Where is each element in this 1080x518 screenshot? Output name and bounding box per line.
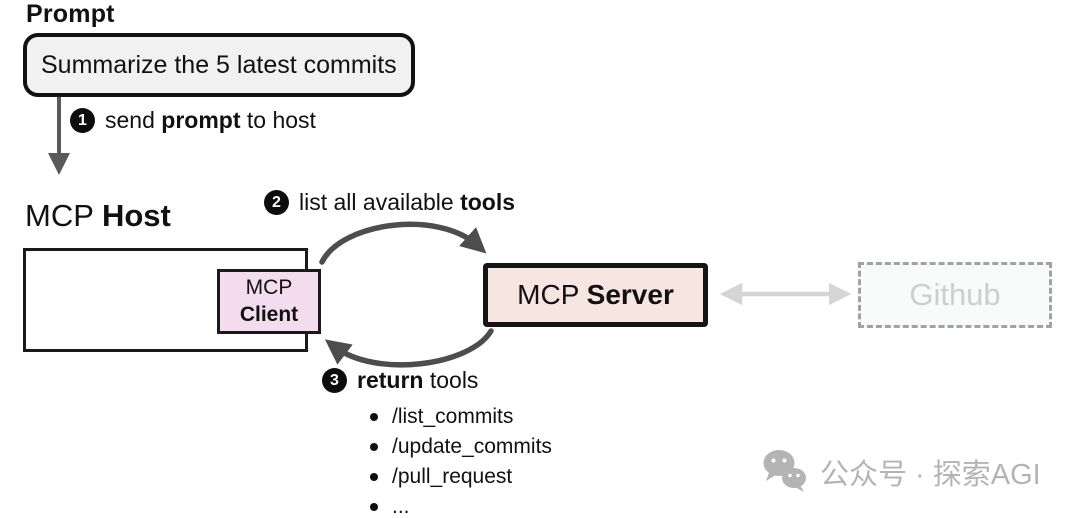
- request-arc-arrow: [319, 221, 487, 265]
- step-3-label: 3 return tools: [322, 367, 478, 394]
- mcp-server-label-bold: Server: [586, 279, 674, 310]
- step-1-text-after: to host: [240, 107, 316, 133]
- bullet-dot: [370, 473, 378, 481]
- step-3-text-after: tools: [423, 367, 479, 393]
- prompt-text: Summarize the 5 latest commits: [41, 50, 397, 79]
- github-label: Github: [909, 277, 1001, 312]
- tool-name: /pull_request: [392, 465, 513, 488]
- step-2-text-before: list all available: [299, 189, 461, 215]
- step-1-text: send prompt to host: [105, 107, 316, 134]
- tools-list: /list_commits /update_commits /pull_requ…: [370, 402, 552, 518]
- watermark-text: 公众号 · 探索AGI: [820, 459, 1041, 491]
- mcp-server-box: MCP Server: [483, 263, 708, 327]
- tool-name: /update_commits: [392, 435, 552, 458]
- bullet-dot: [370, 443, 378, 451]
- watermark: 公众号 · 探索AGI: [760, 448, 1041, 496]
- mcp-host-label-normal: MCP: [25, 198, 102, 233]
- step-3-text-bold: return: [357, 367, 424, 393]
- bullet-dot: [370, 503, 378, 511]
- step-2-number-badge: 2: [264, 190, 289, 215]
- step-3-text: return tools: [357, 367, 478, 394]
- step-2-text-bold: tools: [460, 189, 516, 215]
- step-1-number-badge: 1: [70, 108, 95, 133]
- tools-list-item: /list_commits: [370, 402, 552, 432]
- tools-list-item: /pull_request: [370, 462, 552, 492]
- mcp-host-label-bold: Host: [101, 198, 171, 233]
- step-3-number-badge: 3: [322, 368, 347, 393]
- wechat-icon: [763, 450, 806, 492]
- step-1-text-bold: prompt: [161, 107, 241, 133]
- response-arc-arrow: [324, 328, 494, 368]
- prompt-heading: Prompt: [26, 0, 115, 28]
- mcp-host-label: MCP Host: [25, 198, 171, 234]
- step-1-text-before: send: [105, 107, 162, 133]
- mcp-server-label-normal: MCP: [517, 279, 587, 310]
- step-2-label: 2 list all available tools: [264, 189, 515, 216]
- tools-list-item: ...: [370, 492, 552, 518]
- step-1-label: 1 send prompt to host: [70, 107, 316, 134]
- step-2-text: list all available tools: [299, 189, 515, 216]
- tool-name: ...: [392, 495, 410, 518]
- mcp-client-line2: Client: [239, 302, 299, 326]
- bullet-dot: [370, 413, 378, 421]
- tool-name: /list_commits: [392, 405, 514, 428]
- prompt-box: Summarize the 5 latest commits: [23, 33, 415, 97]
- mcp-client-box: MCP Client: [217, 269, 321, 334]
- github-box: Github: [858, 262, 1052, 328]
- tools-list-item: /update_commits: [370, 432, 552, 462]
- mcp-client-line1: MCP: [245, 276, 293, 300]
